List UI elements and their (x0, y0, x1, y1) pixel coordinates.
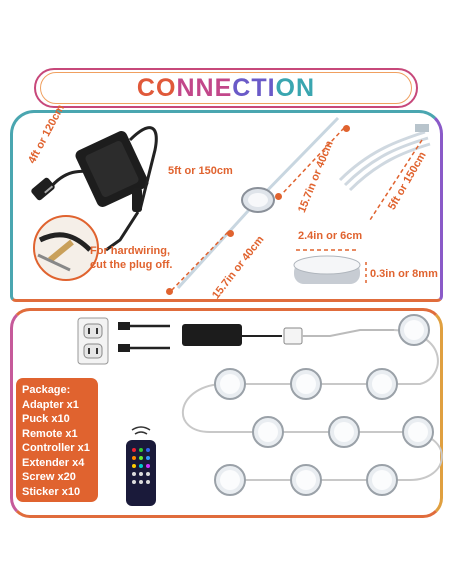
puck-icon (402, 416, 434, 448)
package-line: Extender x4 (22, 456, 85, 469)
plug-icon (118, 322, 130, 330)
ac-plug-icon (31, 177, 55, 201)
package-line: Adapter x1 (22, 398, 79, 411)
title-letter: N (195, 74, 215, 102)
inline-switch-icon (132, 188, 142, 212)
adapter-icon (182, 324, 242, 346)
dim-dot (227, 230, 234, 237)
puck-icon (366, 464, 398, 496)
package-line: Remote x1 (22, 427, 78, 440)
dim-dot (275, 193, 282, 200)
puck-icon (290, 368, 322, 400)
package-line: Screw x20 (22, 471, 76, 483)
extender-cable-icon (338, 130, 431, 192)
puck-lights (214, 314, 434, 496)
dim-dot (166, 288, 173, 295)
title-letter: E (214, 74, 233, 102)
plug-icon (118, 344, 130, 352)
package-line: Puck x10 (22, 413, 70, 425)
switch-cable-length-label: 5ft or 150cm (168, 165, 233, 177)
title-letter: O (275, 74, 296, 102)
puck-icon (214, 368, 246, 400)
title-letter: N (296, 74, 316, 102)
hardwiring-note-line: For hardwiring, (90, 245, 171, 257)
wireless-signal-icon (131, 426, 151, 435)
title-letter: I (267, 74, 276, 102)
title-letter: C (232, 74, 252, 102)
dim-dot (343, 125, 350, 132)
page-title: CONNECTION (0, 74, 452, 103)
wiring-panel (10, 308, 443, 518)
puck-icon (252, 416, 284, 448)
strip-cable-upper (256, 116, 340, 202)
package-line: Sticker x10 (22, 485, 81, 498)
title-frame-inner (40, 72, 412, 104)
title-frame (34, 68, 418, 108)
title-letter: N (176, 74, 196, 102)
hardwiring-note: For hardwiring, cut the plug off. (90, 244, 172, 272)
title-letter: T (251, 74, 268, 102)
daisy-chain-cable (182, 329, 443, 481)
puck-diameter-label: 2.4in or 6cm (298, 230, 363, 242)
package-line: Controller x1 (22, 442, 90, 454)
package-contents-box: Package: Adapter x1 Puck x10 Remote x1 C… (16, 378, 98, 502)
dimensions-panel (10, 110, 443, 302)
puck-icon (398, 314, 430, 346)
top-panel-illustration (31, 116, 431, 293)
strip-cable-lower (176, 198, 260, 290)
package-line: Package: (22, 384, 71, 396)
hardwiring-note-line: cut the plug off. (90, 259, 173, 271)
title-letter: O (155, 74, 177, 102)
puck-icon (328, 416, 360, 448)
controller-icon (283, 327, 303, 345)
wiring-diagram (77, 314, 443, 506)
puck-icon (366, 368, 398, 400)
puck-height-label: 0.3in or 8mm (370, 268, 438, 280)
puck-icon (290, 464, 322, 496)
title-letter: C (136, 74, 156, 102)
puck-icon (214, 464, 246, 496)
